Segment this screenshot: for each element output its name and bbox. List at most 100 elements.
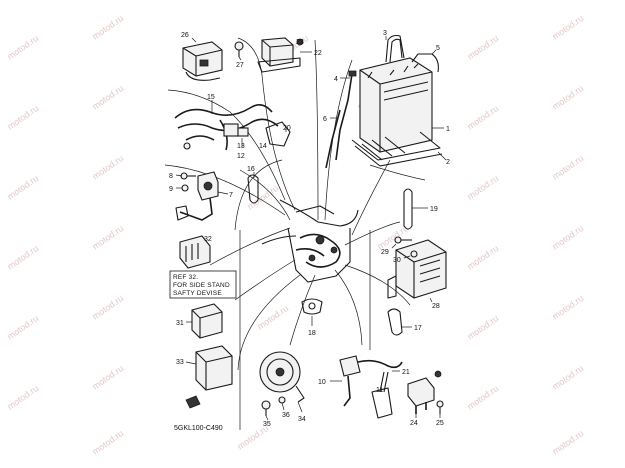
part-8-screw[interactable] xyxy=(180,172,196,180)
callout-3: 3 xyxy=(383,30,387,37)
callout-25: 25 xyxy=(436,420,444,427)
watermark: motod.ru xyxy=(255,303,290,332)
callout-14: 14 xyxy=(259,143,267,150)
watermark: motod.ru xyxy=(5,313,40,342)
part-18-clamp[interactable] xyxy=(301,298,323,315)
part-33-unit[interactable] xyxy=(195,345,233,391)
part-36-nut[interactable] xyxy=(278,396,286,404)
watermark: motod.ru xyxy=(5,33,40,62)
callout-33: 33 xyxy=(176,359,184,366)
part-1-battery[interactable] xyxy=(359,57,433,153)
callout-26: 26 xyxy=(181,32,189,39)
callout-24: 24 xyxy=(410,420,418,427)
watermark: motod.ru xyxy=(550,13,585,42)
part-6-battery-cable[interactable] xyxy=(325,109,341,169)
reference-note: REF 32. FOR SIDE STAND SAFTY DEVISE xyxy=(169,270,237,299)
part-27-bolt[interactable] xyxy=(234,41,244,57)
callout-leaders xyxy=(175,36,447,421)
note-line-2: FOR SIDE STAND xyxy=(173,282,230,289)
callout-13: 13 xyxy=(237,143,245,150)
note-line-1: REF 32. xyxy=(173,274,198,281)
watermark: motod.ru xyxy=(90,363,125,392)
watermark: motod.ru xyxy=(90,13,125,42)
part-2-battery-tray[interactable] xyxy=(351,131,443,167)
watermark: motod.ru xyxy=(5,103,40,132)
callout-6: 6 xyxy=(323,116,327,123)
diagram-code: 5GKL100-C490 xyxy=(174,425,223,432)
part-30-collar[interactable] xyxy=(410,250,418,258)
watermark: motod.ru xyxy=(550,223,585,252)
watermark: motod.ru xyxy=(550,293,585,322)
watermark: motod.ru xyxy=(465,383,500,412)
callout-36: 36 xyxy=(282,412,290,419)
callout-11: 11 xyxy=(376,387,383,394)
callout-9: 9 xyxy=(169,186,173,193)
callout-8: 8 xyxy=(169,173,173,180)
watermark: motod.ru xyxy=(550,83,585,112)
part-25-screw[interactable] xyxy=(436,400,444,414)
part-32-lead[interactable] xyxy=(179,235,211,269)
callout-22: 22 xyxy=(314,50,322,57)
callout-16: 16 xyxy=(247,166,255,173)
callout-2: 2 xyxy=(446,159,450,166)
part-31-relay[interactable] xyxy=(191,303,223,339)
watermark: motod.ru xyxy=(5,383,40,412)
callout-28: 28 xyxy=(432,303,440,310)
callout-18: 18 xyxy=(308,330,316,337)
callout-15: 15 xyxy=(207,94,215,101)
callout-19: 19 xyxy=(430,206,438,213)
part-9-washer[interactable] xyxy=(181,184,189,192)
callout-27: 27 xyxy=(236,62,244,69)
callout-17: 17 xyxy=(414,325,422,332)
callout-7: 7 xyxy=(229,192,233,199)
callout-30: 30 xyxy=(393,257,401,264)
part-17-clamp[interactable] xyxy=(387,308,403,336)
bracket-piece[interactable] xyxy=(185,395,201,409)
watermark: motod.ru xyxy=(550,428,585,457)
callout-labels: 1 2 3 4 5 6 7 8 9 10 11 12 13 14 15 16 1… xyxy=(169,30,450,428)
watermark: motod.ru xyxy=(465,173,500,202)
callout-20: 20 xyxy=(283,125,291,132)
main-frame-harness[interactable] xyxy=(261,199,359,283)
callout-1: 1 xyxy=(446,126,450,133)
part-24-flasher-relay[interactable] xyxy=(407,370,442,414)
callout-32: 32 xyxy=(204,236,212,243)
part-16-band[interactable] xyxy=(247,174,259,204)
part-4-battery-cable[interactable] xyxy=(335,70,357,161)
watermark: motod.ru xyxy=(465,243,500,272)
part-35-bolt[interactable] xyxy=(261,400,271,416)
callout-5: 5 xyxy=(436,45,440,52)
callout-23: 23 xyxy=(296,39,304,46)
part-29-bolt[interactable] xyxy=(394,236,412,244)
callout-31: 31 xyxy=(176,320,184,327)
callout-21: 21 xyxy=(402,369,410,376)
watermark: motod.ru xyxy=(550,363,585,392)
watermark: motod.ru xyxy=(465,313,500,342)
watermark-layer: motod.ru motod.ru motod.ru motod.ru moto… xyxy=(5,13,585,457)
callout-34: 34 xyxy=(298,416,306,423)
part-34-horn[interactable] xyxy=(259,351,305,403)
watermark: motod.ru xyxy=(90,223,125,252)
callout-4: 4 xyxy=(334,76,338,83)
part-22-relay[interactable] xyxy=(257,37,304,73)
watermark: motod.ru xyxy=(90,293,125,322)
part-21-spring[interactable] xyxy=(371,371,393,419)
watermark: motod.ru xyxy=(5,243,40,272)
part-11-wire-harness[interactable] xyxy=(174,104,291,151)
part-7-switch-assembly[interactable] xyxy=(175,171,219,221)
watermark: motod.ru xyxy=(90,428,125,457)
callout-12: 12 xyxy=(237,153,245,160)
watermark: motod.ru xyxy=(550,153,585,182)
callout-10: 10 xyxy=(318,379,326,386)
watermark: motod.ru xyxy=(5,173,40,202)
watermark: motod.ru xyxy=(90,153,125,182)
watermark: motod.ru xyxy=(90,83,125,112)
callout-35: 35 xyxy=(263,421,271,428)
part-3-battery-band[interactable] xyxy=(385,34,405,63)
part-28-rectifier-regulator[interactable] xyxy=(387,239,447,299)
part-10-brake-switch[interactable] xyxy=(339,355,403,407)
part-26-resistor-assembly[interactable] xyxy=(182,41,223,81)
part-19-band[interactable] xyxy=(403,188,413,230)
